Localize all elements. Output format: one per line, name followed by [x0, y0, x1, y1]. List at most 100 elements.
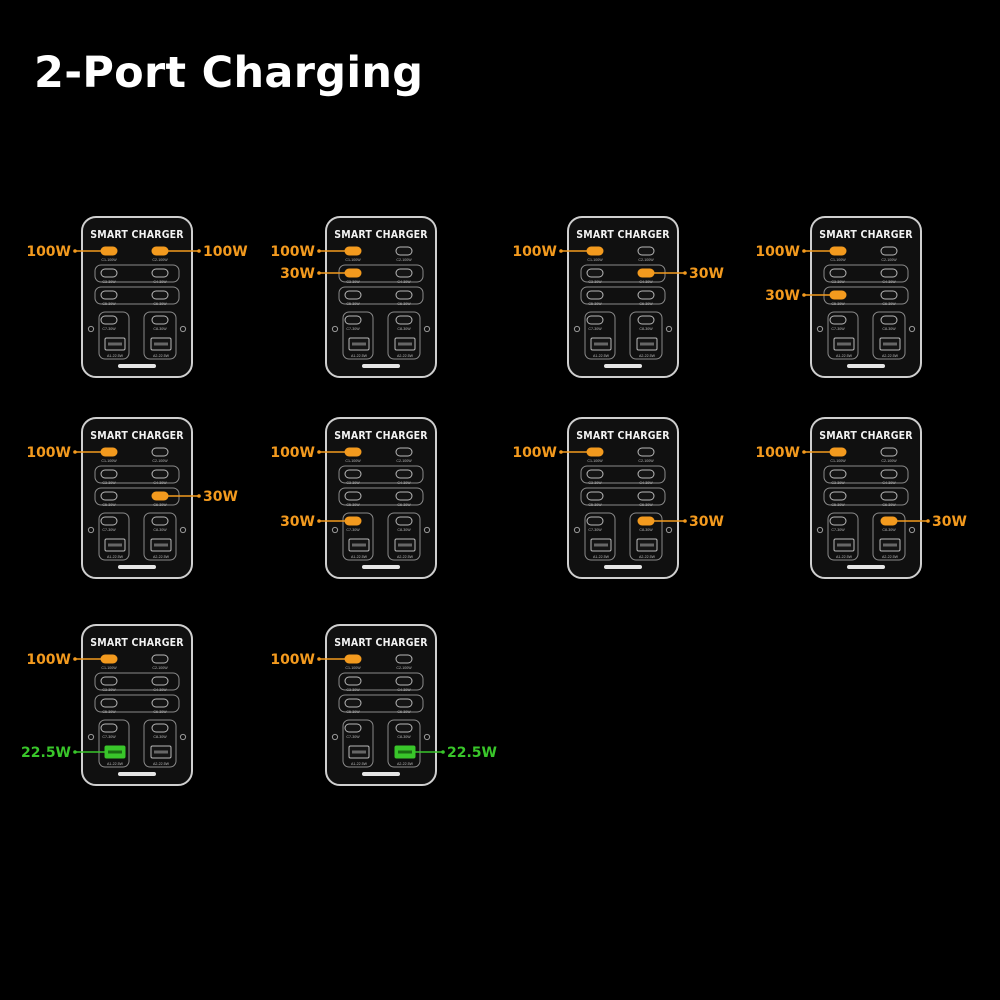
usb-c-port-icon: [151, 491, 169, 501]
usb-c-port-icon: [344, 469, 362, 479]
port-group-frame: [387, 512, 421, 561]
port-label: C4-30W: [153, 481, 167, 485]
port-label: C4-30W: [153, 280, 167, 284]
wattage-label: 30W: [689, 266, 724, 282]
port-group-frame: [143, 311, 177, 360]
port-label: C2-100W: [396, 666, 412, 670]
charger-body: [810, 417, 922, 579]
port-label: A2-22.5W: [153, 762, 170, 766]
port-group-frame: [143, 719, 177, 768]
port-label: A1-22.5W: [351, 555, 368, 559]
brand-label: SMART CHARGER: [334, 637, 428, 649]
usb-a-tongue: [398, 543, 412, 547]
port-group-frame: [584, 512, 616, 561]
usb-a-tongue: [837, 543, 851, 547]
callout-dot: [317, 519, 321, 523]
usb-c-port-icon: [586, 315, 604, 325]
wattage-label: 100W: [270, 652, 315, 668]
port-label: A1-22.5W: [107, 762, 124, 766]
charger-body: [810, 216, 922, 378]
port-label: C4-30W: [397, 280, 411, 284]
port-label: C3-30W: [346, 481, 360, 485]
usb-a-tongue: [398, 342, 412, 346]
port-label: C7-30W: [588, 528, 602, 532]
port-label: C4-30W: [882, 280, 896, 284]
brand-label: SMART CHARGER: [90, 229, 184, 241]
port-label: C5-30W: [588, 503, 602, 507]
screw-icon: [179, 325, 187, 333]
usb-c-port-icon: [586, 268, 604, 278]
port-label: C1-100W: [345, 459, 361, 463]
usb-c-port-icon: [344, 315, 362, 325]
port-group-frame: [98, 512, 130, 561]
port-group-frame: [872, 512, 906, 561]
port-label: C6-30W: [882, 302, 896, 306]
usb-a-tongue: [640, 543, 654, 547]
wattage-label: 30W: [280, 514, 315, 530]
brand-label: SMART CHARGER: [334, 430, 428, 442]
screw-icon: [87, 325, 95, 333]
usb-c-port-icon: [395, 698, 413, 708]
port-label: C7-30W: [346, 327, 360, 331]
usb-c-port-icon: [395, 315, 413, 325]
port-label: A1-22.5W: [107, 555, 124, 559]
callout-dot: [317, 657, 321, 661]
screw-icon: [908, 526, 916, 534]
usb-c-port-icon: [880, 246, 898, 256]
usb-c-port-icon: [100, 491, 118, 501]
usb-c-port-icon: [395, 491, 413, 501]
port-label: A2-22.5W: [639, 555, 656, 559]
callout-dot: [317, 249, 321, 253]
charger-body: [81, 216, 193, 378]
usb-c-port-icon: [829, 268, 847, 278]
screw-icon: [665, 526, 673, 534]
port-label: A1-22.5W: [351, 354, 368, 358]
port-label: C1-100W: [830, 258, 846, 262]
status-light-bar: [362, 364, 400, 368]
usb-a-tongue: [640, 342, 654, 346]
port-group-frame: [584, 311, 616, 360]
wattage-label: 100W: [755, 445, 800, 461]
port-group-frame: [94, 264, 180, 283]
screw-icon: [87, 733, 95, 741]
port-group-frame: [827, 512, 859, 561]
wattage-label: 100W: [512, 445, 557, 461]
wattage-label: 30W: [932, 514, 967, 530]
usb-c-port-icon: [151, 676, 169, 686]
port-label: C2-100W: [152, 258, 168, 262]
screw-icon: [423, 325, 431, 333]
port-label: C8-30W: [397, 528, 411, 532]
port-group-frame: [342, 719, 374, 768]
port-group-frame: [98, 311, 130, 360]
usb-c-port-icon: [344, 491, 362, 501]
usb-c-port-icon: [100, 698, 118, 708]
port-label: C5-30W: [346, 503, 360, 507]
callout-dot: [559, 450, 563, 454]
wattage-label: 100W: [755, 244, 800, 260]
port-label: C1-100W: [830, 459, 846, 463]
status-light-bar: [847, 364, 885, 368]
usb-c-port-icon: [344, 447, 362, 457]
usb-a-tongue: [837, 342, 851, 346]
port-label: A1-22.5W: [836, 555, 853, 559]
usb-c-port-icon: [829, 447, 847, 457]
usb-c-port-icon: [637, 268, 655, 278]
callout-dot: [802, 293, 806, 297]
port-label: C6-30W: [639, 503, 653, 507]
port-label: C5-30W: [102, 710, 116, 714]
screw-icon: [179, 733, 187, 741]
screw-icon: [816, 325, 824, 333]
usb-c-port-icon: [637, 290, 655, 300]
port-label: A2-22.5W: [153, 354, 170, 358]
port-label: C6-30W: [639, 302, 653, 306]
usb-c-port-icon: [100, 654, 118, 664]
port-label: C6-30W: [153, 503, 167, 507]
usb-c-port-icon: [100, 315, 118, 325]
usb-c-port-icon: [151, 516, 169, 526]
screw-icon: [423, 733, 431, 741]
port-label: C7-30W: [102, 327, 116, 331]
usb-c-port-icon: [637, 516, 655, 526]
